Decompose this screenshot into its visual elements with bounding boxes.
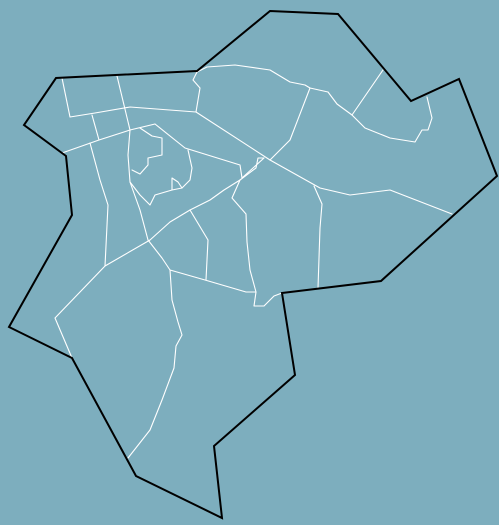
district-border	[61, 123, 156, 154]
district-borders	[54, 64, 453, 459]
district-border	[131, 127, 163, 175]
district-border	[129, 181, 149, 241]
district-border	[192, 71, 201, 113]
district-border	[351, 69, 384, 116]
district-border	[147, 239, 257, 293]
district-border	[269, 87, 311, 161]
district-border	[89, 142, 109, 267]
district-border	[91, 114, 100, 141]
district-border	[327, 91, 433, 143]
district-border	[195, 111, 271, 161]
district-border	[54, 157, 265, 359]
district-border	[196, 64, 329, 93]
district-border	[269, 159, 453, 215]
territory-boundary	[7, 9, 499, 520]
district-border	[127, 269, 183, 459]
district-border	[231, 179, 283, 307]
district-border	[313, 185, 323, 289]
district-border	[127, 129, 193, 206]
district-border	[154, 123, 265, 179]
district-border	[189, 209, 209, 281]
district-border	[116, 75, 131, 131]
district-border	[171, 177, 183, 191]
district-border	[61, 77, 197, 118]
